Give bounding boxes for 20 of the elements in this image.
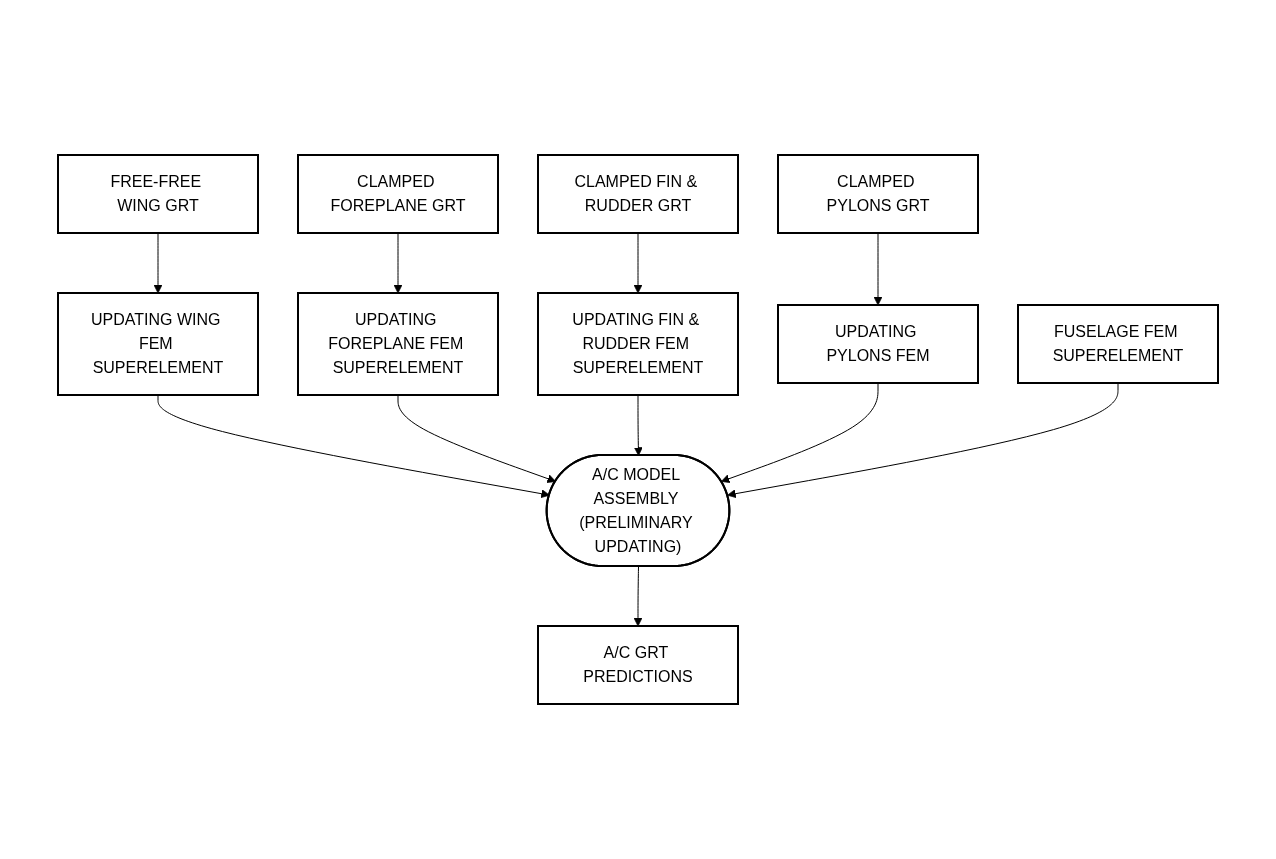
node-box: CLAMPED FIN & RUDDER GRT bbox=[537, 154, 739, 234]
node-box: CLAMPED FOREPLANE GRT bbox=[297, 154, 499, 234]
node-box: FREE-FREE WING GRT bbox=[57, 154, 259, 234]
arrow bbox=[153, 232, 163, 294]
arrow bbox=[633, 232, 643, 294]
arrow bbox=[157, 394, 550, 499]
node-box: UPDATING WING FEM SUPERELEMENT bbox=[57, 292, 259, 396]
arrow bbox=[633, 566, 643, 627]
node-box: UPDATING PYLONS FEM bbox=[777, 304, 979, 384]
arrow bbox=[727, 382, 1119, 499]
arrow bbox=[397, 394, 557, 483]
node-box: UPDATING FIN & RUDDER FEM SUPERELEMENT bbox=[537, 292, 739, 396]
node-box: UPDATING FOREPLANE FEM SUPERELEMENT bbox=[297, 292, 499, 396]
node-box: FUSELAGE FEM SUPERELEMENT bbox=[1017, 304, 1219, 384]
arrow bbox=[393, 232, 403, 294]
arrow bbox=[633, 394, 643, 456]
node-box: A/C GRT PREDICTIONS bbox=[537, 625, 739, 705]
node-box: CLAMPED PYLONS GRT bbox=[777, 154, 979, 234]
arrow bbox=[873, 232, 883, 306]
arrow bbox=[720, 382, 879, 483]
